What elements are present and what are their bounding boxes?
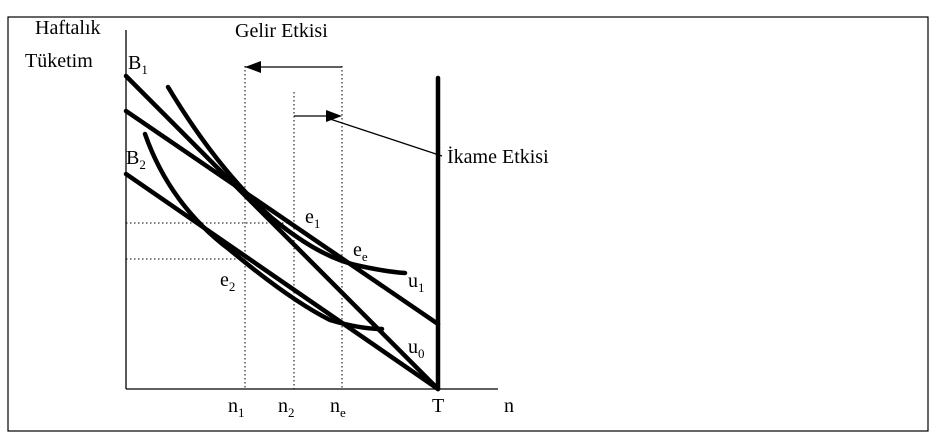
- budget-label-b1: B1: [128, 52, 148, 77]
- diagram-frame: [7, 16, 929, 432]
- budget-label-b2: B2: [126, 147, 146, 172]
- y-axis-label-line2: Tüketim: [25, 50, 93, 72]
- budget-line-b1: [123, 73, 441, 392]
- y-axis-label-line1: Haftalık: [35, 17, 101, 39]
- point-label-e2: e2: [220, 269, 235, 294]
- point-label-ee: ee: [353, 239, 368, 264]
- point-label-e1: e1: [305, 206, 320, 231]
- curve-label-u0: u0: [408, 336, 425, 361]
- substitution-effect-pointer: [329, 118, 443, 157]
- x-tick-n1: n1: [228, 395, 245, 420]
- x-tick-n2: n2: [278, 395, 295, 420]
- substitution-effect-label: İkame Etkisi: [447, 145, 549, 168]
- budget-line-b2: [123, 171, 441, 392]
- x-axis-label: n: [504, 395, 514, 417]
- curve-label-u1: u1: [408, 270, 425, 295]
- indifference-curve-u0: [142, 131, 385, 332]
- endowment-label: T: [432, 395, 444, 417]
- x-tick-ne: ne: [330, 395, 346, 420]
- budget-line-compensated: [123, 108, 441, 327]
- income-effect-label: Gelir Etkisi: [235, 20, 328, 42]
- income-effect-arrowhead: [245, 61, 261, 73]
- indifference-curve-u1-upper: [165, 84, 408, 276]
